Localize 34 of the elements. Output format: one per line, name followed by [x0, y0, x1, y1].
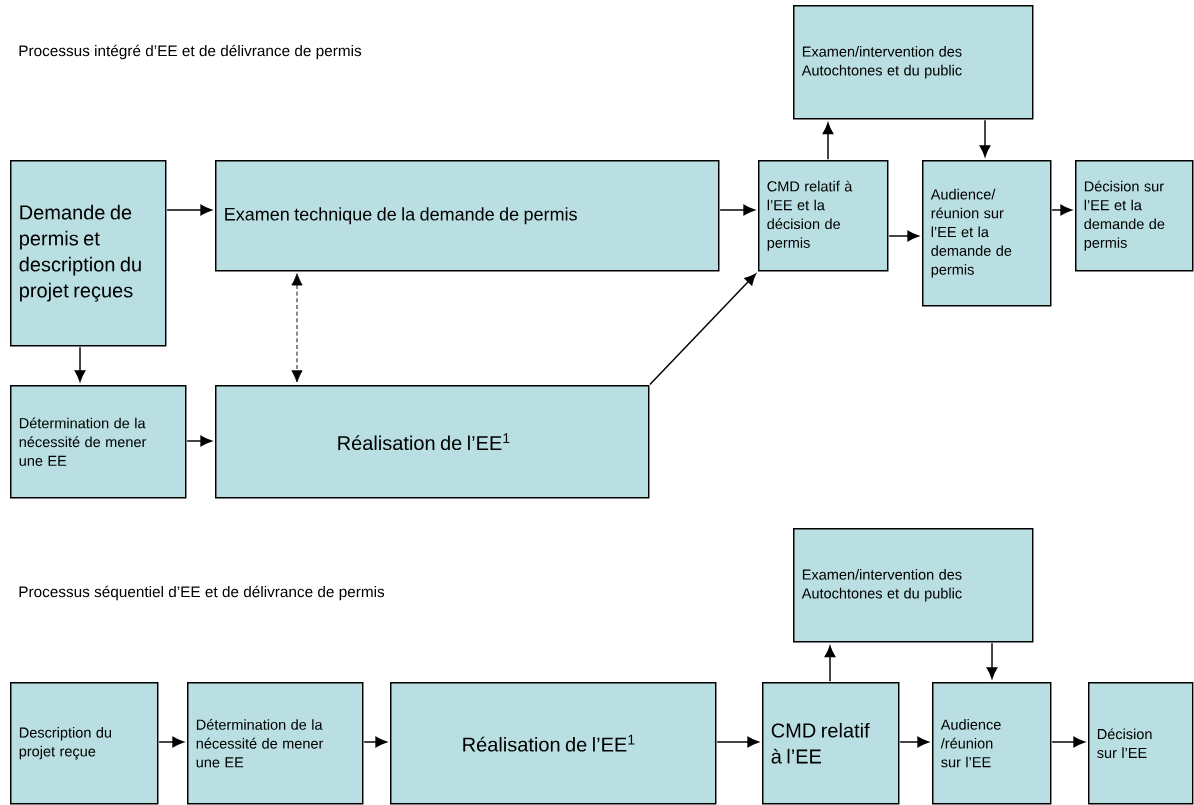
process-box: Description du projet reçue [10, 682, 159, 805]
arrow [1051, 736, 1085, 748]
arrow [166, 204, 212, 216]
process-box: Examen technique de la demande de permis [215, 160, 720, 272]
arrow [716, 736, 759, 748]
arrow [363, 736, 387, 748]
arrow [291, 273, 303, 383]
process-box: Détermination de la nécessité de mener une EE [187, 682, 364, 805]
arrow [986, 642, 998, 679]
process-box: Demande de permis et description du projet reçues [10, 160, 167, 347]
process-box: Décision sur l’EE [1088, 682, 1194, 805]
process-box: Audience/ réunion sur l’EE et la demande de permis [922, 160, 1052, 307]
arrow [158, 736, 184, 748]
arrow [979, 119, 991, 157]
process-box: Détermination de la nécessité de mener une EE [10, 385, 187, 499]
process-box: Examen/intervention des Autochtones et du public [793, 5, 1034, 120]
process-box: Réalisation de l’EE$^{1}$ [390, 682, 717, 805]
arrow [719, 204, 755, 216]
section-heading: Processus séquentiel d’EE et de délivrance de permis [19, 585, 385, 601]
process-box: Examen/intervention des Autochtones et du public [793, 528, 1034, 643]
arrow [1051, 204, 1072, 216]
arrow [822, 122, 834, 161]
process-box: Réalisation de l’EE$^{1}$ [215, 385, 650, 499]
section-heading: Processus intégré d’EE et de délivrance de permis [19, 44, 362, 60]
arrow [824, 645, 836, 683]
arrow [74, 346, 86, 382]
process-box: Audience /réunion sur l’EE [932, 682, 1052, 805]
arrow [899, 736, 929, 748]
arrow [186, 435, 212, 447]
process-box: Décision sur l’EE et la demande de permis [1075, 160, 1194, 272]
process-box: CMD relatif à l’EE [762, 682, 900, 805]
arrow [649, 273, 757, 386]
arrow [888, 230, 919, 242]
process-box: CMD relatif à l’EE et la décision de permis [758, 160, 889, 272]
